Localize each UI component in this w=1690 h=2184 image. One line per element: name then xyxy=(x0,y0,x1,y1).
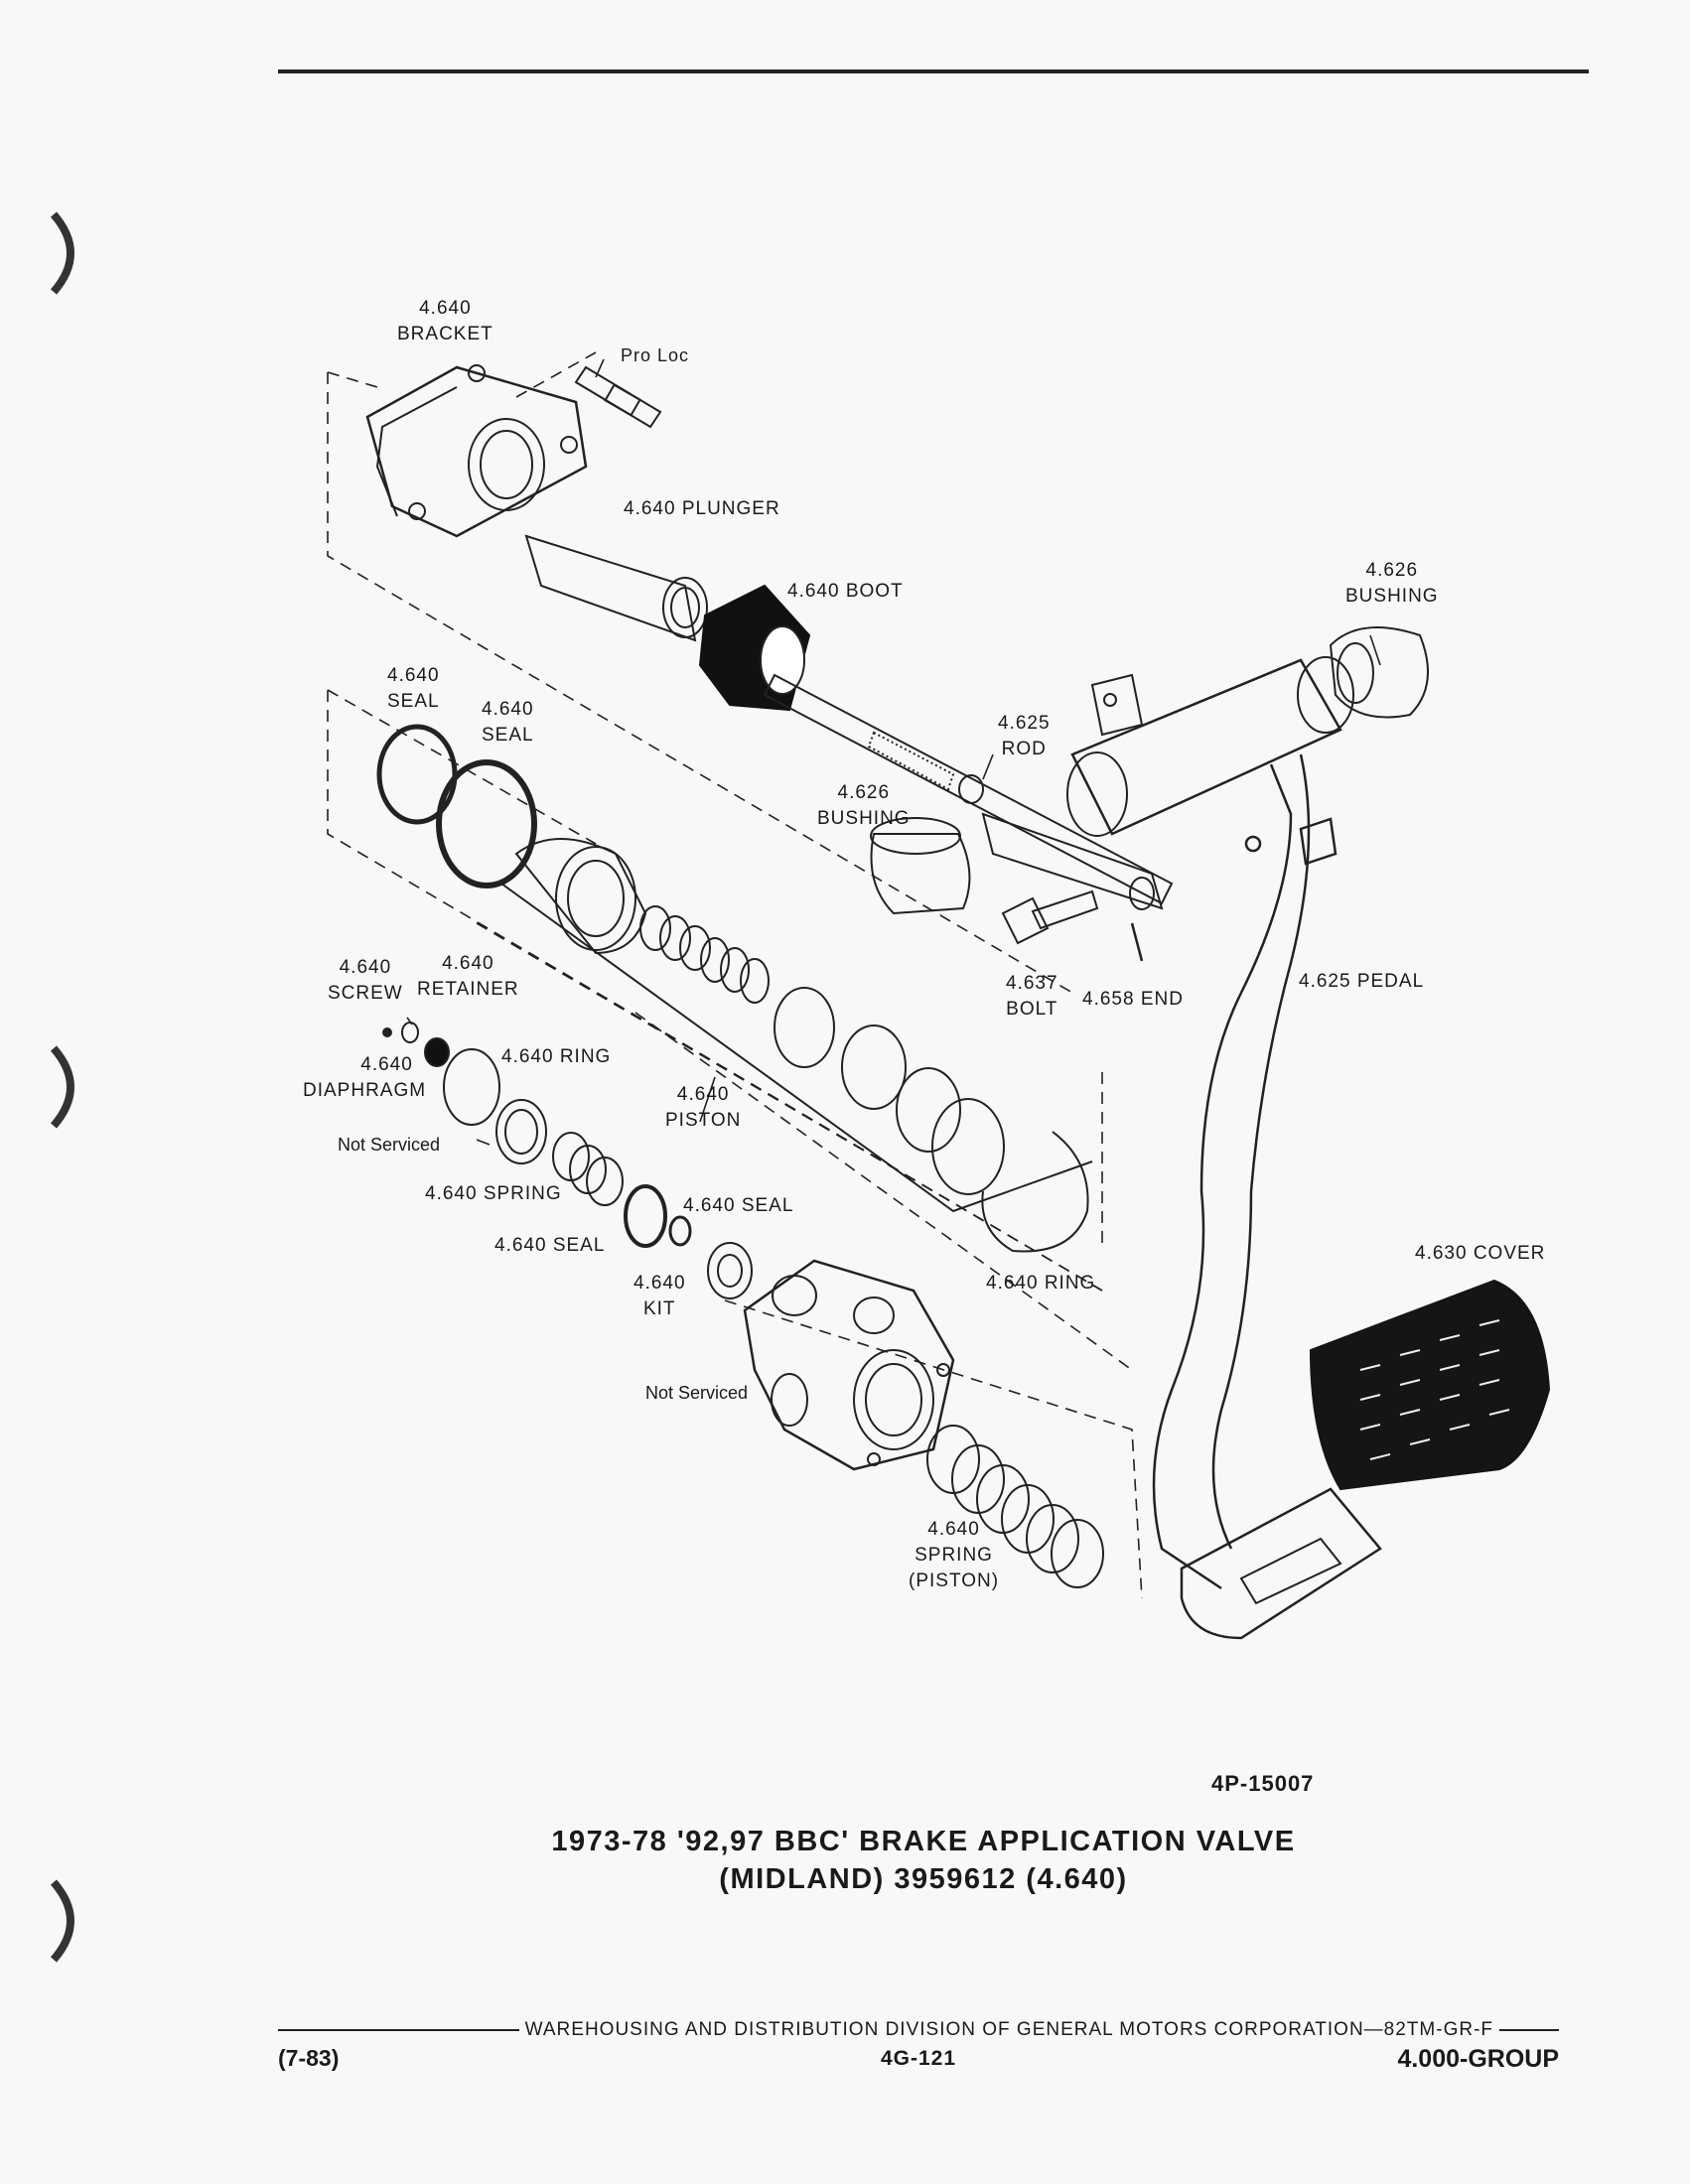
footer-page-number: 4G-121 xyxy=(880,2047,957,2070)
footer-division-text: WAREHOUSING AND DISTRIBUTION DIVISION OF… xyxy=(524,2019,1493,2040)
label-seal-c: 4.640 SEAL xyxy=(683,1195,794,1216)
pedal-arm-part xyxy=(1152,753,1338,1590)
footer-division-line: WAREHOUSING AND DISTRIBUTION DIVISION OF… xyxy=(278,2019,1559,2041)
figure-caption: 1973-78 '92,97 BBC' BRAKE APPLICATION VA… xyxy=(551,1826,1296,1895)
label-seal-b: 4.640 SEAL xyxy=(482,699,534,746)
pedal-cover-part xyxy=(1309,1279,1551,1491)
label-pedal: 4.625 PEDAL xyxy=(1299,971,1425,992)
footer-group: 4.000-GROUP xyxy=(1397,2045,1559,2073)
not-serviced-part xyxy=(495,1099,547,1164)
footer: (7-83) 4G-121 4.000-GROUP xyxy=(278,2045,1559,2075)
snap-ring-part xyxy=(981,1131,1089,1253)
piston-bracket-line xyxy=(500,883,1093,1213)
bushing-part xyxy=(870,817,971,915)
bracket-part xyxy=(365,364,588,538)
seal-part xyxy=(668,1215,692,1247)
label-spring-piston: 4.640 SPRING (PISTON) xyxy=(909,1519,1000,1591)
footer-date: (7-83) xyxy=(278,2045,340,2071)
label-retainer: 4.640 RETAINER xyxy=(417,953,519,1000)
pedal-tube-part xyxy=(1066,656,1354,837)
label-screw: 4.640 SCREW xyxy=(328,957,403,1004)
label-not-serviced-b: Not Serviced xyxy=(645,1383,749,1403)
label-seal-a: 4.640 SEAL xyxy=(387,665,440,712)
piston-assembly-part xyxy=(514,838,1005,1195)
seal-ring-part xyxy=(436,759,537,888)
footer-dash xyxy=(278,2029,519,2031)
top-rule xyxy=(278,69,1589,73)
label-rod: 4.625 ROD xyxy=(998,713,1051,759)
assembly-guide-lines xyxy=(327,351,1143,1599)
diaphragm-part xyxy=(424,1037,450,1067)
leader-lines xyxy=(406,358,1381,1146)
figure-number: 4P-15007 xyxy=(1211,1771,1315,1796)
label-bolt: 4.637 BOLT xyxy=(1006,973,1058,1020)
ring-part xyxy=(443,1048,500,1126)
label-ring-b: 4.640 RING xyxy=(986,1273,1096,1294)
bolt-part xyxy=(1001,889,1099,945)
spring-part xyxy=(552,1132,624,1206)
label-cover: 4.630 COVER xyxy=(1415,1243,1546,1264)
binder-hole-icon xyxy=(48,208,87,298)
binder-hole-icon xyxy=(48,1876,87,1966)
rod-part xyxy=(763,673,1174,910)
label-plunger: 4.640 PLUNGER xyxy=(624,498,780,519)
pro-loc-bolt-part xyxy=(574,365,662,429)
seal-part xyxy=(624,1184,667,1248)
bushing-top-part xyxy=(1329,626,1429,719)
screw-part xyxy=(382,1027,392,1037)
label-piston: 4.640 PISTON xyxy=(665,1084,742,1131)
label-bushing-top: 4.626 BUSHING xyxy=(1345,560,1439,607)
spring-piston-part xyxy=(926,1425,1104,1588)
label-diaphragm: 4.640 DIAPHRAGM xyxy=(303,1054,427,1101)
retainer-part xyxy=(401,1022,419,1043)
label-pro-loc: Pro Loc xyxy=(621,345,690,365)
binder-hole-icon xyxy=(48,1042,87,1132)
label-ring-a: 4.640 RING xyxy=(501,1046,612,1067)
label-bracket: 4.640 BRACKET xyxy=(397,298,493,344)
plunger-part xyxy=(524,534,708,642)
label-kit: 4.640 KIT xyxy=(634,1273,686,1319)
label-bushing-mid: 4.626 BUSHING xyxy=(817,782,911,829)
label-seal-d: 4.640 SEAL xyxy=(494,1235,606,1256)
valve-body-part xyxy=(743,1259,955,1471)
kit-part xyxy=(707,1242,753,1299)
pedal-pad-part xyxy=(1180,1487,1382,1640)
label-spring: 4.640 SPRING xyxy=(425,1183,562,1204)
label-boot: 4.640 BOOT xyxy=(787,581,904,602)
label-not-serviced-a: Not Serviced xyxy=(338,1135,441,1155)
label-end: 4.658 END xyxy=(1082,989,1184,1010)
footer-dash xyxy=(1499,2029,1559,2031)
